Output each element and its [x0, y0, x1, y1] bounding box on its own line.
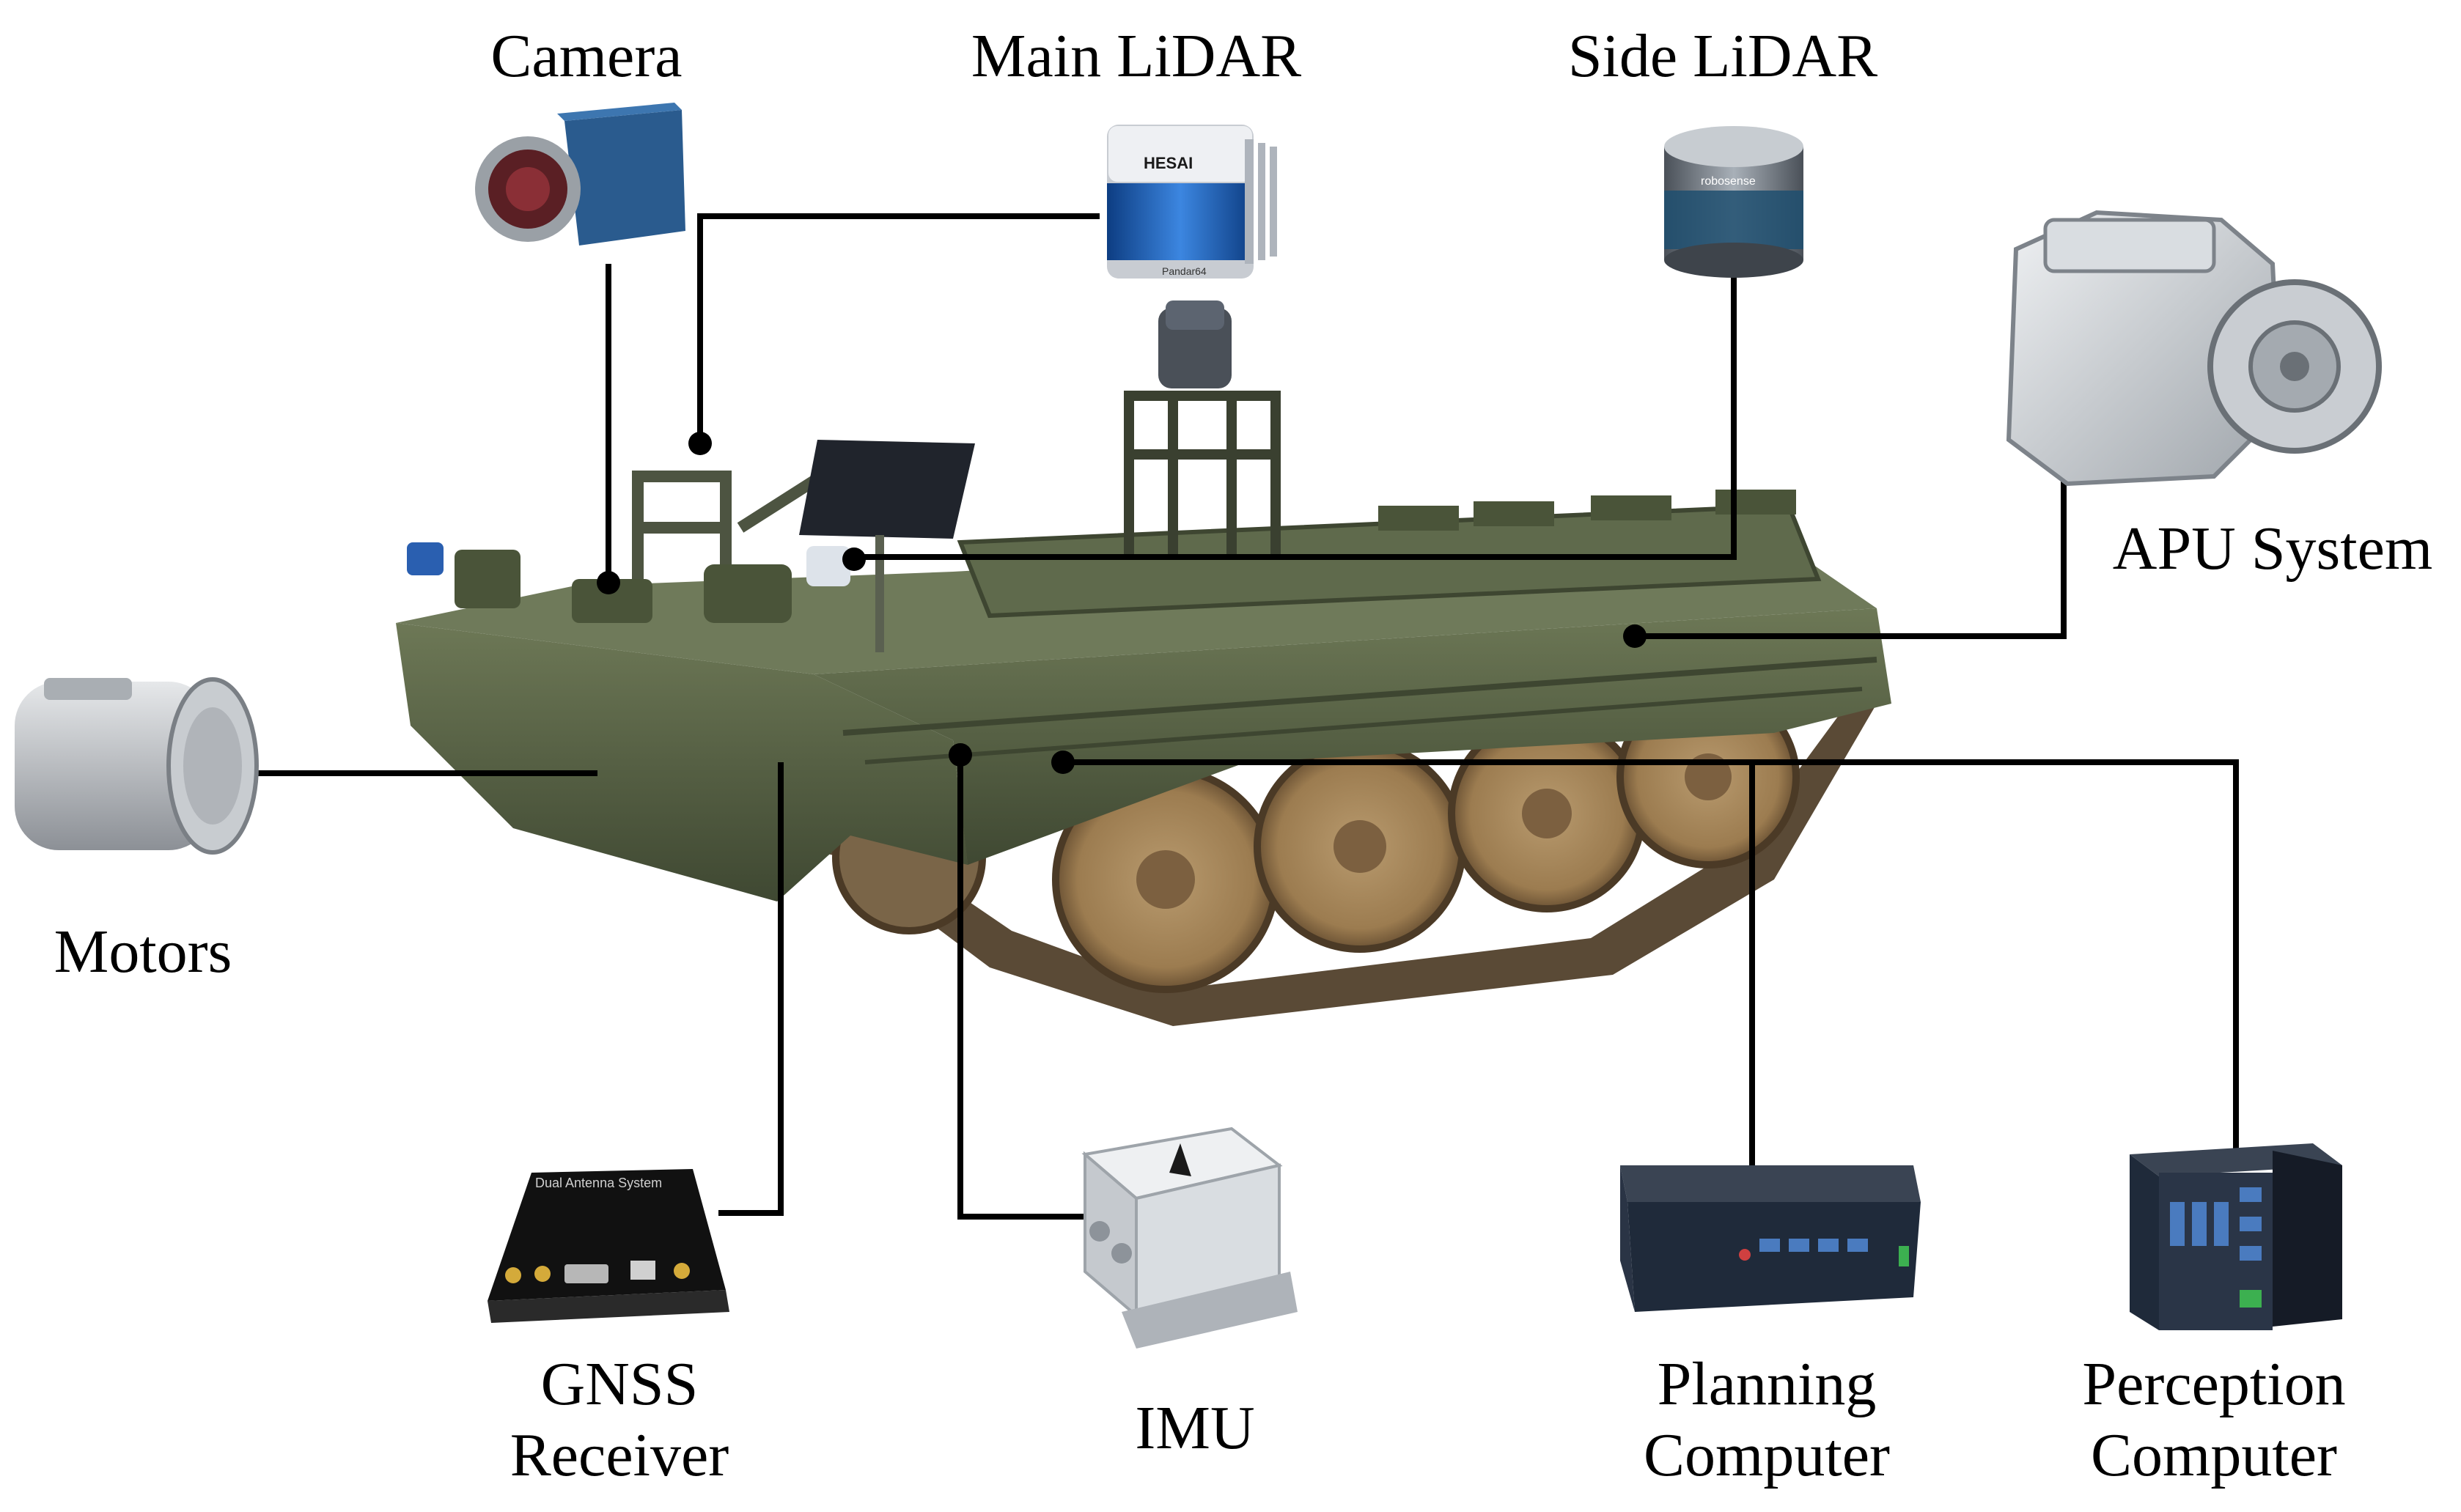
imu-device — [1081, 1126, 1298, 1349]
connector-dot — [842, 547, 866, 571]
planning-ports — [1759, 1239, 1868, 1252]
imu-label-text: IMU — [1135, 1394, 1255, 1462]
deck-box — [1378, 506, 1459, 531]
connector-lines — [249, 213, 2239, 1220]
gnss-label-line1: GNSS — [540, 1350, 699, 1418]
front-camera-housing — [572, 579, 652, 623]
connector-dots — [597, 432, 1647, 774]
camera-label-text: Camera — [490, 22, 683, 90]
side-lidar-label: Side LiDAR — [1532, 21, 1913, 92]
apu-engine-device — [2006, 210, 2382, 487]
side-lidar-connector — [854, 264, 1737, 560]
hull-groove — [842, 657, 1877, 736]
main-lidar-label-text: Main LiDAR — [971, 22, 1302, 90]
camera-label: Camera — [477, 21, 696, 92]
imu-connector — [957, 755, 1085, 1220]
camera-device — [475, 103, 685, 246]
mast-lidar-cap — [1166, 300, 1224, 330]
deck-lidar — [806, 546, 850, 586]
apu-system-label-text: APU System — [2112, 515, 2433, 583]
gnss-connector — [718, 762, 784, 1216]
motors-label: Motors — [22, 916, 264, 987]
hull-groove — [864, 687, 1863, 764]
perception-connector — [1752, 759, 2239, 1154]
perception-ports — [2170, 1187, 2262, 1261]
perception-label-line2: Computer — [2091, 1421, 2337, 1490]
main-lidar-label: Main LiDAR — [946, 21, 1327, 92]
imu-logo-icon — [1169, 1143, 1191, 1176]
deck-box — [1591, 495, 1671, 520]
planning-computer-label: Planning Computer — [1591, 1349, 1943, 1491]
main-lidar-connector — [697, 213, 1100, 443]
main-lidar-brand-text: HESAI — [1144, 154, 1193, 172]
perception-label-line1: Perception — [2082, 1350, 2346, 1418]
wheel-hub — [1522, 789, 1572, 838]
gnss-receiver-label: GNSS Receiver — [455, 1349, 784, 1491]
perception-computer-label: Perception Computer — [2038, 1349, 2390, 1491]
wheel-hub — [1333, 820, 1386, 873]
hull-side — [396, 623, 968, 901]
connector-dot — [949, 743, 972, 767]
deck-box — [1474, 501, 1554, 526]
gnss-panel-text: Dual Antenna System — [535, 1176, 662, 1190]
main-lidar-device: HESAI Pandar64 — [1107, 125, 1277, 279]
planning-label-line1: Planning — [1657, 1350, 1877, 1418]
side-lidar-device: robosense — [1664, 126, 1803, 278]
gnss-receiver-device: Dual Antenna System — [488, 1169, 729, 1323]
motor-device — [15, 677, 259, 855]
main-lidar-mast — [1124, 391, 1281, 557]
planning-computer-device — [1620, 1165, 1921, 1312]
main-lidar-model-text: Pandar64 — [1162, 265, 1207, 277]
connector-dot — [597, 571, 620, 594]
deck-box — [1715, 490, 1796, 515]
perception-computer-device — [2130, 1143, 2342, 1330]
front-camera-housing — [704, 564, 792, 623]
imu-label: IMU — [1048, 1393, 1342, 1464]
front-lidar — [407, 542, 444, 575]
front-light — [455, 550, 520, 608]
connector-dot — [1051, 751, 1075, 774]
apu-connector — [1635, 451, 2067, 639]
hull-main — [814, 608, 1891, 865]
side-lidar-brand-text: robosense — [1701, 175, 1756, 188]
wheel-hub — [1136, 850, 1195, 909]
planning-label-line2: Computer — [1644, 1421, 1890, 1490]
side-lidar-label-text: Side LiDAR — [1567, 22, 1878, 90]
tracked-vehicle — [396, 300, 1891, 1026]
front-sensor-frame — [632, 471, 825, 623]
connector-dot — [688, 432, 712, 455]
connector-dot — [1623, 624, 1647, 648]
display-panel — [799, 440, 975, 539]
gnss-label-line2: Receiver — [510, 1421, 729, 1490]
apu-system-label: APU System — [2089, 513, 2456, 584]
motors-label-text: Motors — [54, 918, 232, 986]
